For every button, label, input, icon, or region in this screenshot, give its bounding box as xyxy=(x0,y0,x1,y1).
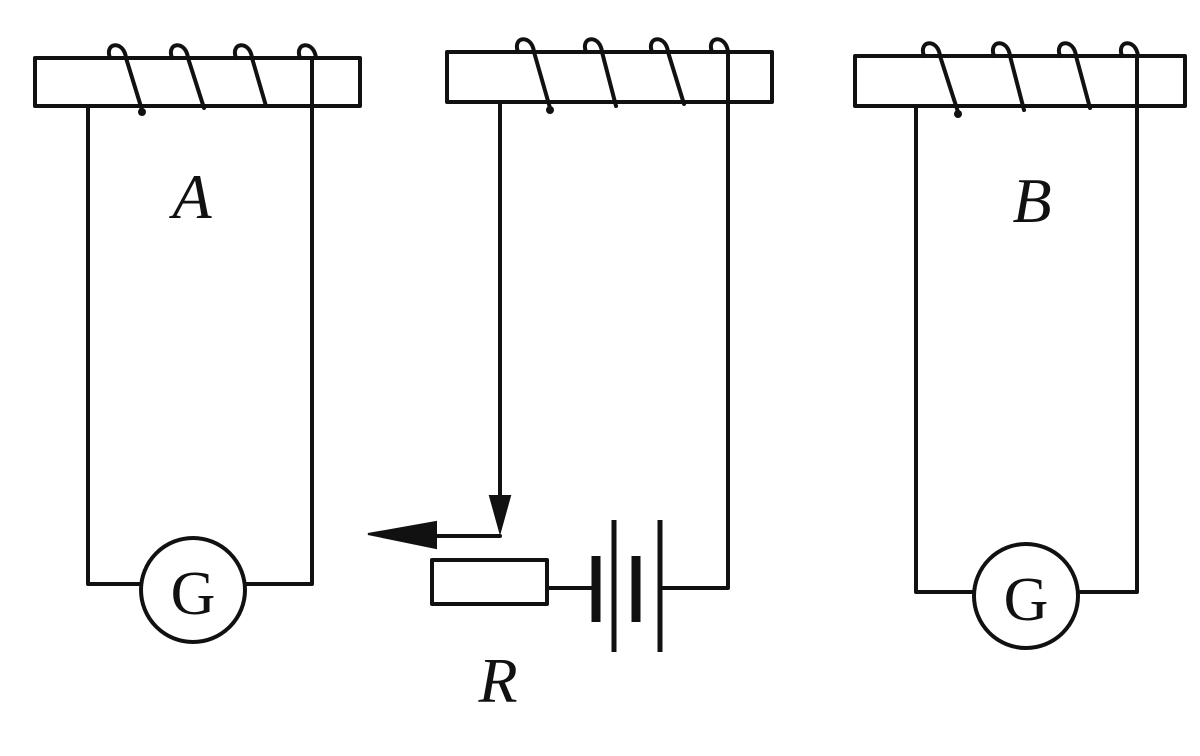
wire-primary-right xyxy=(660,50,730,590)
primary-circuit: R xyxy=(367,37,774,716)
galvanometer-a xyxy=(139,536,247,644)
galvanometer-a-label: G xyxy=(171,560,216,628)
coil-winding-b xyxy=(920,41,1140,114)
coil-winding-a xyxy=(106,43,318,112)
slide-direction-arrow xyxy=(367,520,437,550)
rheostat-label: R xyxy=(477,645,517,716)
wire-a xyxy=(86,56,314,586)
coil-a-label: A xyxy=(168,161,212,232)
coil-b-label: B xyxy=(1012,165,1051,236)
wire-b xyxy=(914,54,1139,594)
galvanometer-b xyxy=(972,542,1080,650)
circuit-a: G A xyxy=(33,43,362,644)
circuit-b: G B xyxy=(853,41,1187,650)
coil-winding-primary xyxy=(514,37,730,110)
rheostat[interactable] xyxy=(430,558,549,606)
iron-core-a xyxy=(33,56,362,108)
galvanometer-b-label: G xyxy=(1004,566,1049,634)
slider-tip xyxy=(488,495,512,536)
